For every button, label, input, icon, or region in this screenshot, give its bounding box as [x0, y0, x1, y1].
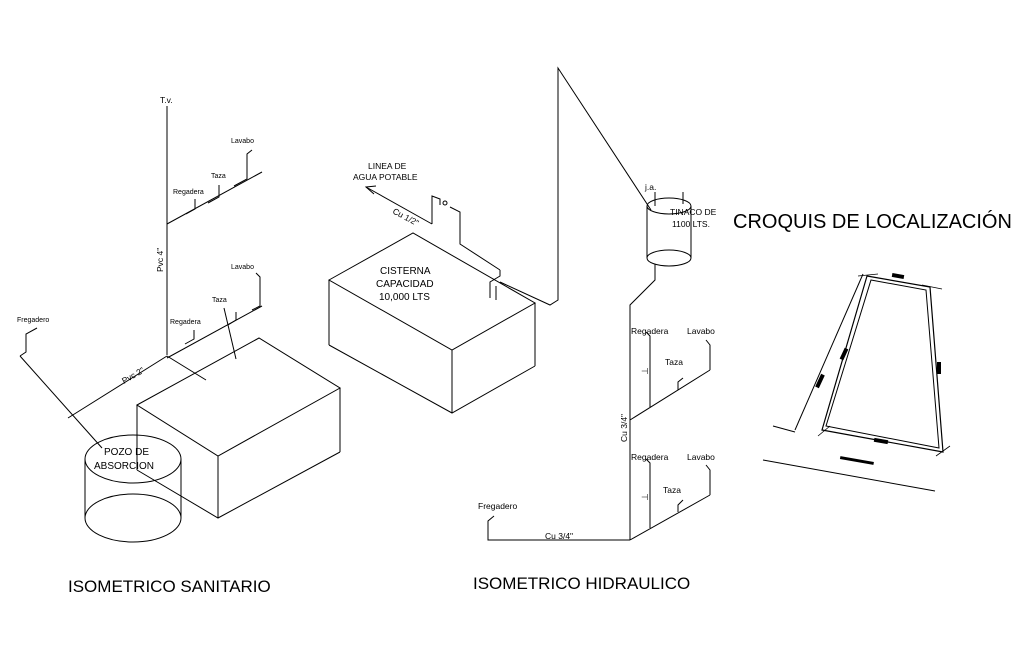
upper-branch-pipe — [166, 171, 263, 225]
meter-icon — [442, 200, 448, 206]
lower-taza-riser — [677, 499, 684, 512]
upper-taza-riser — [677, 377, 684, 390]
pump-riser-pipe — [499, 66, 652, 306]
upper-regadera-riser — [645, 331, 651, 407]
supply-line-pipe — [365, 186, 433, 225]
tinaco-label-line2: 1100 LTS. — [672, 219, 710, 229]
upper-lavabo-label: Lavabo — [231, 138, 254, 145]
lot-mark-right — [937, 362, 941, 374]
cistern-box — [327, 232, 537, 414]
upper-regadera-label: Regadera — [173, 189, 204, 196]
street-left-outer — [794, 273, 864, 431]
lot-mark-top — [891, 272, 905, 280]
pozo-label-line1: POZO DE — [104, 447, 149, 458]
cisterna-label-line3: 10,000 LTS — [379, 292, 430, 303]
dim-tick-tl — [857, 273, 879, 277]
cu34-horizontal-label: Cu 3/4" — [545, 531, 573, 541]
upper-lavabo-riser — [705, 339, 711, 370]
street-mark-left — [815, 373, 825, 389]
middle-regadera-riser — [184, 330, 195, 345]
fregadero-drain-pipe — [19, 355, 103, 449]
cisterna-label-line1: CISTERNA — [380, 266, 431, 277]
sanitary-isometric: T.v. Lavabo Taza Regadera Pvc 4" Lavabo … — [17, 95, 341, 596]
lower-branch-pipe — [629, 494, 711, 541]
upper-valve-mark: ⊣ — [641, 366, 649, 376]
dim-tick-bl — [817, 425, 831, 437]
upper-taza-label: Taza — [665, 357, 683, 367]
upper-regadera-riser — [185, 199, 196, 215]
absorption-pit-cylinder — [84, 434, 182, 543]
middle-lavabo-label: Lavabo — [231, 264, 254, 271]
linea-label-line2: AGUA POTABLE — [353, 172, 418, 182]
lower-regadera-riser — [645, 458, 651, 528]
middle-branch-pipe — [166, 305, 263, 359]
upper-lavabo-label: Lavabo — [687, 326, 715, 336]
meter-riser — [431, 195, 441, 224]
lower-lavabo-riser — [705, 464, 711, 495]
middle-taza-riser — [227, 312, 237, 326]
lower-regadera-label: Regadera — [631, 452, 669, 462]
location-title: CROQUIS DE LOCALIZACIÓN — [733, 210, 1012, 233]
tinaco-label-line1: TINACO DE — [670, 207, 717, 217]
fregadero-riser — [19, 327, 38, 357]
cistern-inlet-pipe — [489, 270, 501, 298]
lot-outline — [821, 275, 944, 453]
upper-regadera-label: Regadera — [631, 326, 669, 336]
street-corner — [772, 425, 796, 433]
pvc2-label: Pvc 2" — [120, 365, 146, 386]
pvc4-label: Pvc 4" — [155, 248, 165, 272]
supply-to-cistern-pipe — [449, 206, 501, 271]
cu34-vertical-label: Cu 3/4" — [619, 414, 629, 442]
fregadero-label: Fregadero — [17, 317, 49, 324]
lot-mark-left — [839, 347, 849, 361]
tv-label: T.v. — [160, 95, 173, 105]
down-pipe — [629, 264, 656, 540]
street-mark-bottom — [839, 456, 874, 465]
ja-label: j.a. — [644, 182, 656, 192]
dim-tick-br — [935, 445, 951, 457]
fregadero-supply-pipe — [487, 515, 630, 541]
stack-to-tank-pipe — [166, 355, 207, 381]
street-bottom — [762, 459, 936, 492]
upper-branch-pipe — [629, 369, 711, 421]
dim-tick-tr — [921, 284, 943, 290]
sanitary-title: ISOMETRICO SANITARIO — [68, 577, 271, 596]
lower-lavabo-label: Lavabo — [687, 452, 715, 462]
tinaco-tank — [646, 197, 692, 267]
hydraulic-isometric: LINEA DE AGUA POTABLE Cu 1/2" CISTERNA C… — [327, 66, 717, 593]
hydraulic-title: ISOMETRICO HIDRAULICO — [473, 574, 690, 593]
upper-taza-label: Taza — [211, 173, 226, 180]
linea-label-line1: LINEA DE — [368, 161, 407, 171]
middle-regadera-label: Regadera — [170, 319, 201, 326]
upper-lavabo-riser — [233, 149, 253, 187]
lot-mark-bottom — [873, 437, 889, 445]
main-drain-pipe — [67, 355, 168, 419]
middle-taza-label: Taza — [212, 297, 227, 304]
septic-tank-box — [136, 337, 341, 519]
middle-lavabo-riser — [251, 272, 261, 311]
fregadero-label: Fregadero — [478, 501, 517, 511]
upper-taza-riser — [207, 185, 220, 204]
location-sketch: CROQUIS DE LOCALIZACIÓN — [733, 210, 1012, 492]
pozo-label-line2: ABSORCION — [94, 461, 154, 472]
taza-leader — [223, 307, 237, 360]
cisterna-label-line2: CAPACIDAD — [376, 279, 434, 290]
lower-valve-mark: ⊣ — [641, 492, 649, 502]
lower-taza-label: Taza — [663, 485, 681, 495]
